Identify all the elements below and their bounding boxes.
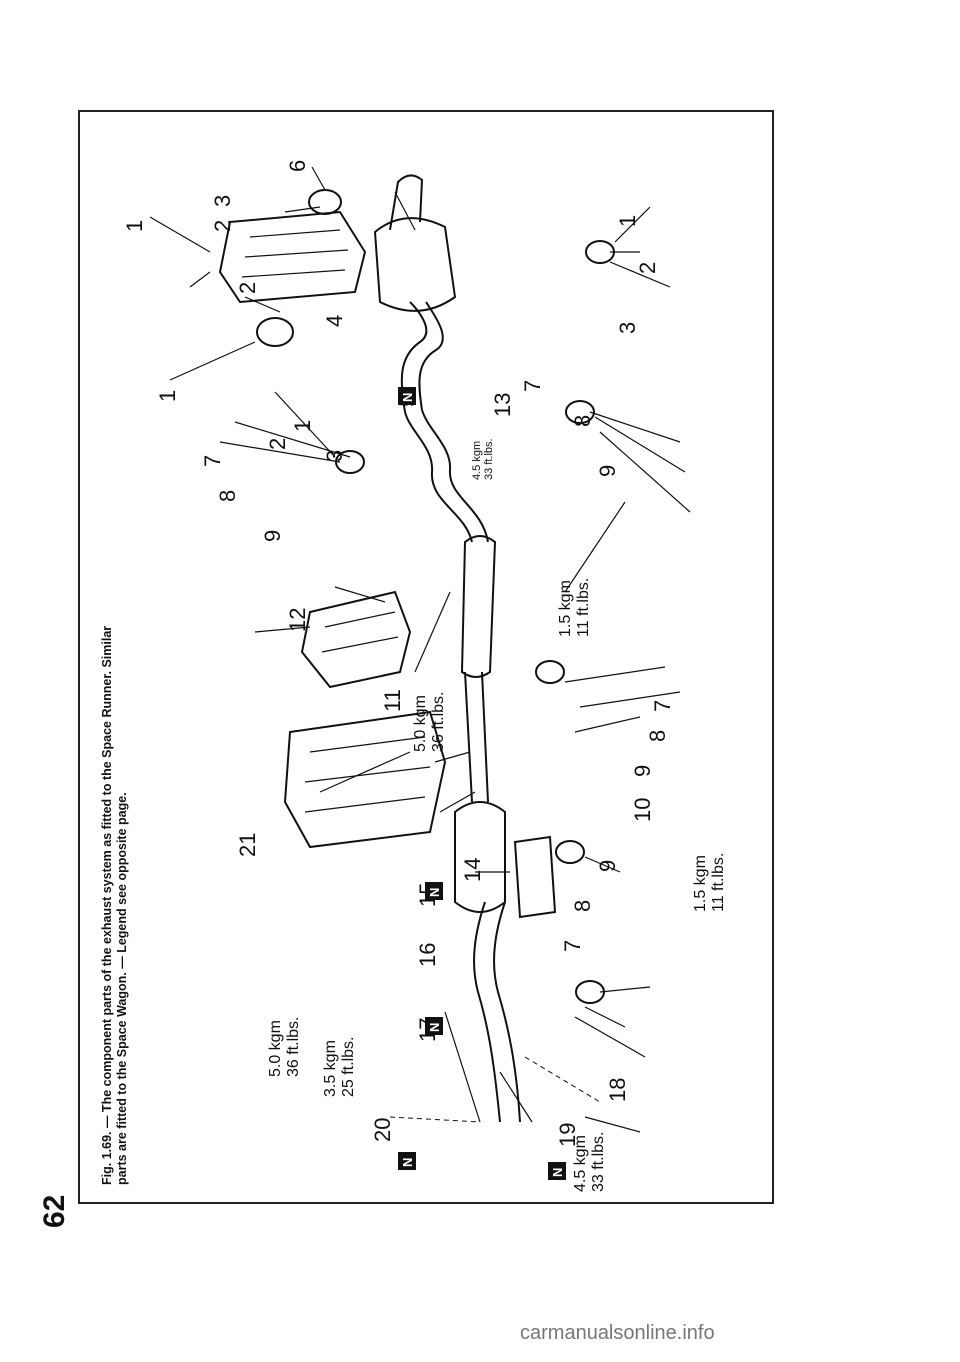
badge-n: N [548, 1162, 566, 1180]
torque-kgm: 4.5 kgm [471, 441, 483, 480]
label-part-14: 14 [460, 858, 485, 882]
heat-shield-lower [513, 835, 557, 919]
label-part-2: 2 [635, 262, 660, 274]
label-part-3: 3 [322, 450, 347, 462]
badge-n: N [398, 387, 416, 405]
badge-n: N [425, 1017, 443, 1035]
label-part-9: 9 [630, 765, 655, 777]
label-part-7: 7 [650, 700, 675, 712]
catalytic-converter [454, 801, 506, 913]
label-part-2: 2 [235, 282, 260, 294]
label-part-7: 7 [560, 940, 585, 952]
center-muffler [460, 535, 497, 678]
svg-text:N: N [427, 1023, 442, 1032]
torque-kgm: 3.5 kgm [322, 1040, 339, 1097]
torque-ftlb: 11 ft.lbs. [575, 578, 592, 637]
torque-ftlb: 36 ft.lbs. [430, 692, 447, 752]
label-part-18: 18 [605, 1078, 630, 1102]
torque-ftlb: 33 ft.lbs. [590, 1132, 607, 1192]
watermark: carmanualsonline.info [520, 1322, 715, 1344]
torque-ftlb: 36 ft.lbs. [285, 1017, 302, 1077]
svg-text:N: N [550, 1168, 565, 1177]
part-labels: 1 2 1 2 3 6 4 1 3 2 7 8 9 5 13 7 8 9 1 2… [122, 160, 675, 1147]
label-part-9: 9 [260, 530, 285, 542]
badge-n: N [425, 882, 443, 900]
heat-shield-center [300, 590, 412, 689]
label-part-20: 20 [370, 1118, 395, 1142]
label-part-3: 3 [615, 322, 640, 334]
label-part-9: 9 [595, 860, 620, 872]
label-part-21: 21 [235, 833, 260, 857]
label-part-19: 19 [555, 1123, 580, 1147]
label-part-2: 2 [265, 438, 290, 450]
torque-kgm: 1.5 kgm [692, 855, 709, 912]
label-part-8: 8 [570, 900, 595, 912]
heat-shield-front [283, 710, 447, 849]
svg-text:N: N [400, 393, 415, 402]
label-part-1: 1 [155, 390, 180, 402]
label-part-2: 2 [210, 220, 235, 232]
exhaust-pipe-run [373, 174, 521, 1123]
torque-kgm: 5.0 kgm [267, 1020, 284, 1077]
label-part-7: 7 [520, 380, 545, 392]
heat-shield-rear [218, 210, 367, 304]
exhaust-system-diagram: 1 2 1 2 3 6 4 1 3 2 7 8 9 5 13 7 8 9 1 2… [122, 160, 727, 1192]
figure-frame [78, 110, 774, 1204]
torque-ftlb: 33 ft.lbs. [483, 438, 495, 480]
label-part-4: 4 [322, 315, 347, 327]
label-part-1: 1 [615, 215, 640, 227]
caption-line: parts are fitted to the Space Wagon. — L… [115, 792, 129, 1185]
label-part-1: 1 [290, 420, 315, 432]
figure-caption: Fig. 1.69. — The component parts of the … [100, 485, 130, 1185]
label-part-3: 3 [210, 195, 235, 207]
label-part-7: 7 [200, 455, 225, 467]
main-muffler [373, 217, 457, 312]
torque-labels: 5.0 kgm 36 ft.lbs. 3.5 kgm 25 ft.lbs. 4.… [267, 438, 727, 1192]
leader-lines [149, 166, 691, 1133]
page-number: 62 [38, 1194, 71, 1228]
label-part-16: 16 [415, 943, 440, 967]
torque-ftlb: 25 ft.lbs. [340, 1037, 357, 1097]
label-part-1: 1 [122, 220, 147, 232]
torque-ftlb: 11 ft.lbs. [710, 853, 727, 912]
torque-kgm: 1.5 kgm [557, 580, 574, 637]
label-part-8: 8 [570, 415, 595, 427]
torque-kgm: 4.5 kgm [572, 1135, 589, 1192]
label-part-12: 12 [285, 608, 310, 632]
label-part-8: 8 [215, 490, 240, 502]
caption-line: Fig. 1.69. — The component parts of the … [100, 625, 114, 1185]
label-part-6: 6 [285, 160, 310, 172]
torque-kgm: 5.0 kgm [412, 695, 429, 752]
label-part-11: 11 [380, 689, 405, 712]
label-part-8: 8 [645, 730, 670, 742]
svg-text:N: N [427, 888, 442, 897]
label-part-10: 10 [630, 798, 655, 822]
label-part-13: 13 [490, 393, 515, 417]
label-part-9: 9 [595, 465, 620, 477]
badge-n: N [398, 1152, 416, 1170]
svg-text:N: N [400, 1158, 415, 1167]
